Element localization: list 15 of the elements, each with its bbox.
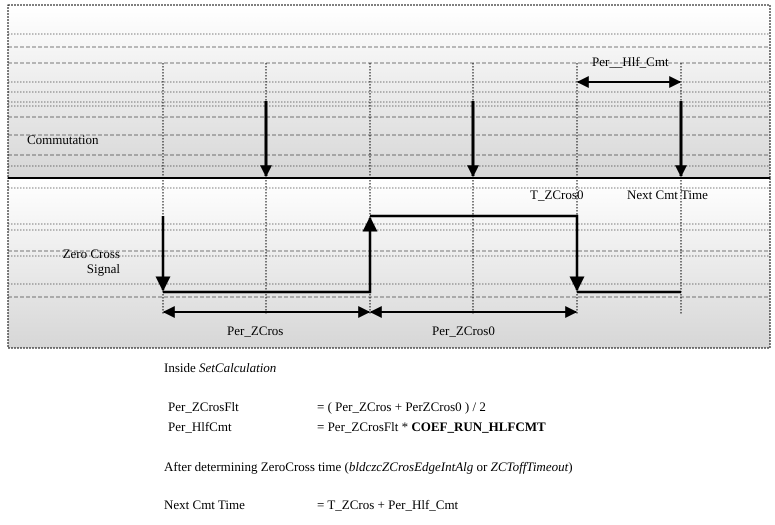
formula-name: Per_HlfCmt xyxy=(168,419,232,434)
time-label: T_ZCros0 xyxy=(530,187,584,202)
dimension-label: Per_ZCros0 xyxy=(432,323,495,338)
note-text: Inside SetCalculation xyxy=(164,360,276,375)
note-text: After determining ZeroCross time (bldczcZCrosEdgeIntAlg or ZCToffTimeout) xyxy=(164,459,573,474)
formula-text: = ( Per_ZCros + PerZCros0 ) / 2 xyxy=(317,399,486,414)
formula-text: = Per_ZCrosFlt *COEF_RUN_HLFCMT xyxy=(317,419,546,434)
dimension-label: Per_ZCros xyxy=(227,323,284,338)
formula-name: Per_ZCrosFlt xyxy=(168,399,239,414)
dimension-label: Per__Hlf_Cmt xyxy=(592,54,669,69)
formula-name: Next Cmt Time xyxy=(164,497,245,512)
time-label: Next Cmt Time xyxy=(627,187,708,202)
band-label: Commutation xyxy=(27,132,98,147)
band-label: Zero Cross Signal xyxy=(62,246,120,276)
formula-text: = T_ZCros + Per_Hlf_Cmt xyxy=(317,497,458,512)
